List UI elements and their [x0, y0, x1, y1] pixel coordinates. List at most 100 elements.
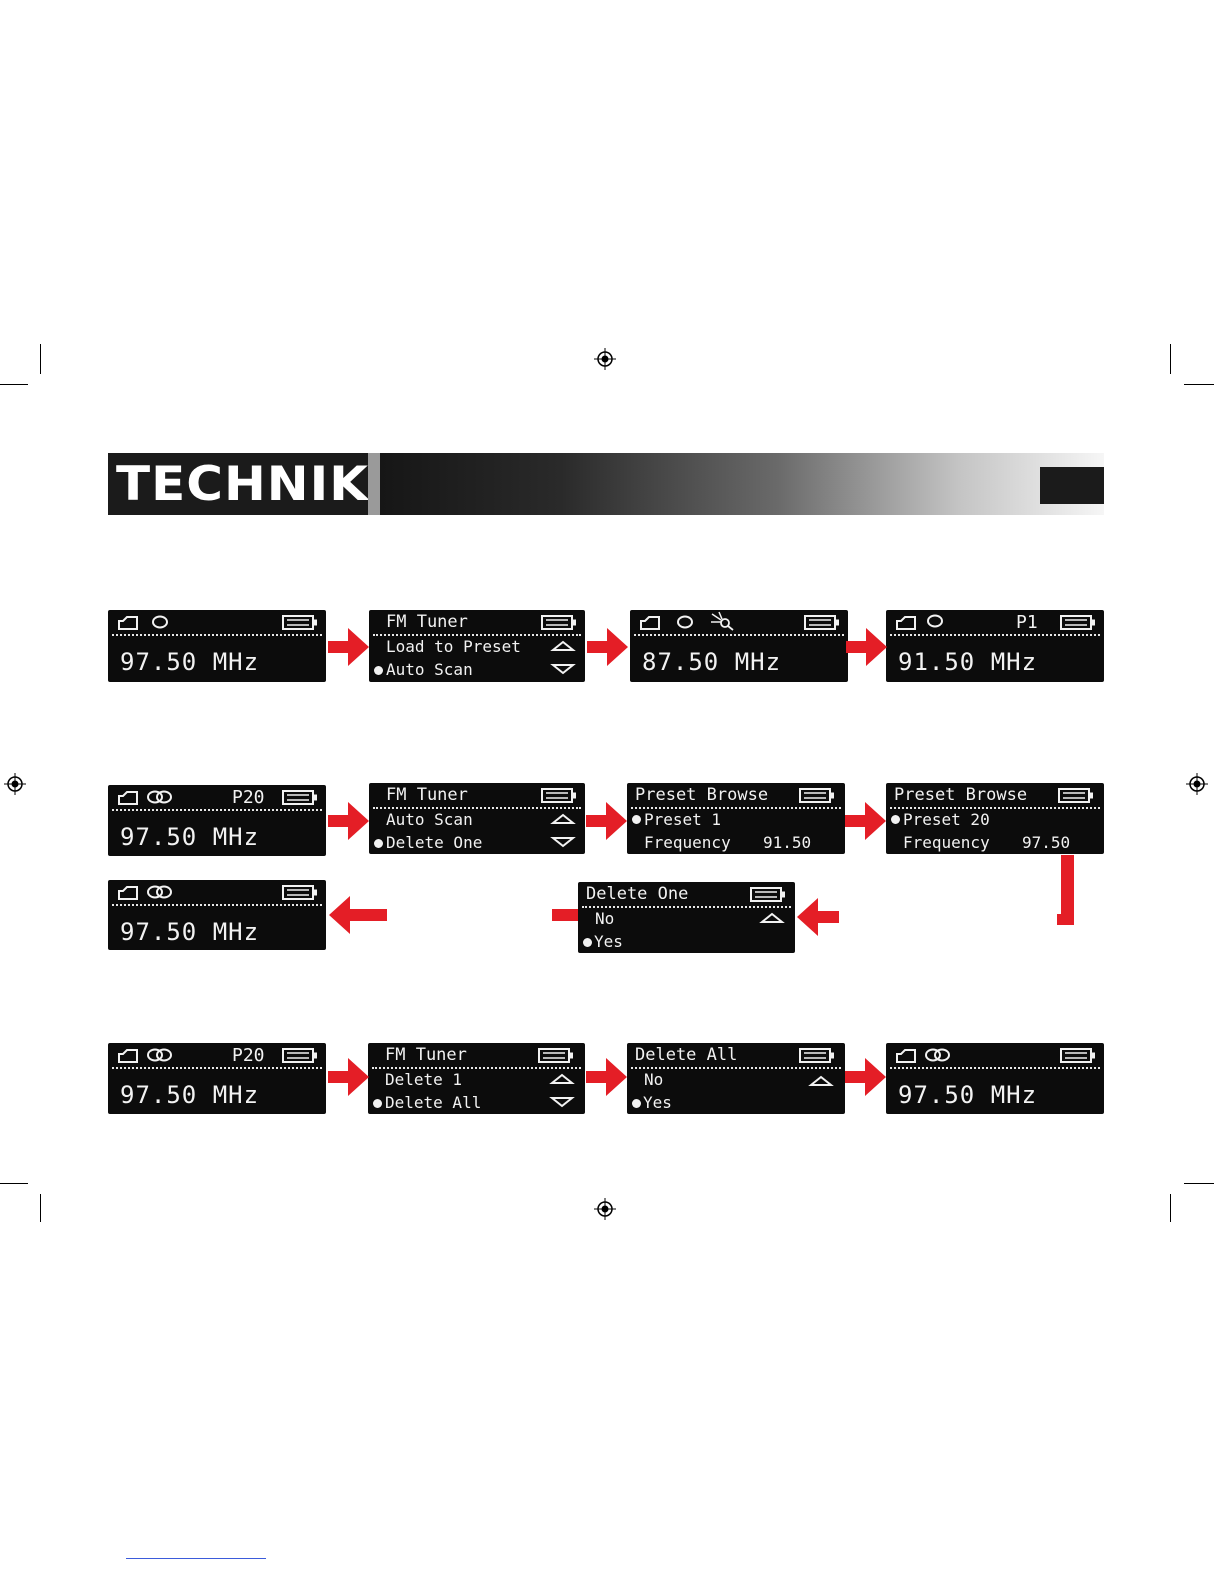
selection-bullet [374, 666, 383, 675]
repeat-icon [676, 615, 694, 629]
registration-mark-icon [4, 773, 26, 795]
divider [631, 807, 841, 809]
folder-icon [118, 886, 138, 900]
lcd-screen: 97.50 MHz [108, 610, 326, 682]
arrow-right-icon [586, 800, 628, 842]
lcd-menu-screen: FM Tuner Load to Preset Auto Scan [369, 610, 585, 682]
divider [890, 807, 1100, 809]
registration-mark-icon [594, 348, 616, 370]
folder-icon [896, 1049, 916, 1063]
selection-bullet [374, 839, 383, 848]
crop-mark [1184, 384, 1214, 385]
battery-icon [1060, 1048, 1096, 1064]
arrow-left-icon [796, 896, 840, 938]
lcd-menu-screen: FM Tuner Auto Scan Delete One [369, 783, 585, 854]
preset-number: P20 [232, 1047, 265, 1065]
lcd-preset-browse: Preset Browse Preset 20 Frequency 97.50 [886, 783, 1104, 854]
battery-icon [1060, 615, 1096, 631]
repeat-all-icon [924, 1048, 952, 1062]
option-no: No [644, 1072, 663, 1088]
menu-title: Delete One [586, 886, 688, 903]
battery-icon [282, 885, 318, 901]
menu-title: Preset Browse [894, 787, 1027, 804]
scroll-up-icon [550, 1073, 574, 1085]
menu-title: FM Tuner [385, 1047, 467, 1064]
battery-icon [799, 788, 835, 804]
arrow-left-icon [328, 894, 388, 936]
arrow-right-icon [846, 626, 888, 668]
lcd-screen: P1 91.50 MHz [886, 610, 1104, 682]
lcd-confirm-screen: Delete All No Yes [627, 1043, 845, 1114]
divider [890, 634, 1100, 636]
scroll-down-icon [551, 663, 575, 675]
page-number-tab [1040, 467, 1104, 504]
option-yes: Yes [643, 1095, 672, 1111]
arrow-right-icon [328, 626, 370, 668]
battery-icon [1058, 788, 1094, 804]
battery-icon [541, 788, 577, 804]
frequency-readout: 97.50 MHz [120, 920, 259, 944]
frequency-value: 97.50 [1022, 835, 1070, 851]
arrow-right-icon [845, 1056, 887, 1098]
repeat-all-icon [146, 1048, 174, 1062]
battery-icon [282, 790, 318, 806]
menu-title: FM Tuner [386, 614, 468, 631]
registration-mark-icon [594, 1198, 616, 1220]
battery-icon [538, 1048, 574, 1064]
footer-rule [126, 1558, 266, 1559]
lcd-screen: P20 97.50 MHz [108, 1043, 326, 1114]
lcd-screen: 97.50 MHz [886, 1043, 1104, 1114]
scroll-up-icon [551, 640, 575, 652]
arrow-right-icon [328, 800, 370, 842]
battery-icon [750, 887, 786, 903]
arrow-tail [552, 909, 578, 921]
preset-number: P1 [1016, 614, 1038, 632]
flow-connector [1057, 914, 1074, 925]
frequency-readout: 97.50 MHz [898, 1083, 1037, 1107]
frequency-readout: 87.50 MHz [642, 650, 781, 674]
option-no: No [595, 911, 614, 927]
divider [373, 807, 581, 809]
divider [890, 1067, 1100, 1069]
lcd-menu-screen: FM Tuner Delete 1 Delete All [368, 1043, 585, 1114]
frequency-readout: 97.50 MHz [120, 1083, 259, 1107]
crop-mark [0, 384, 28, 385]
crop-mark [40, 344, 41, 374]
brand-logo: TECHNIKA [116, 456, 409, 511]
folder-icon [640, 616, 660, 630]
lcd-confirm-screen: Delete One No Yes [578, 882, 795, 953]
arrow-right-icon [328, 1056, 370, 1098]
folder-icon [118, 791, 138, 805]
frequency-label: Frequency [903, 835, 990, 851]
preset-name: Preset 20 [903, 812, 990, 828]
folder-icon [118, 616, 138, 630]
repeat-icon [151, 615, 169, 629]
selection-bullet [583, 938, 592, 947]
selection-bullet [891, 815, 900, 824]
arrow-right-icon [587, 626, 629, 668]
battery-icon [282, 615, 318, 631]
lcd-screen: P20 97.50 MHz [108, 785, 326, 856]
crop-mark [1170, 1194, 1171, 1222]
crop-mark [1184, 1183, 1214, 1184]
frequency-readout: 97.50 MHz [120, 650, 259, 674]
folder-icon [896, 616, 916, 630]
menu-item-selected: Delete All [385, 1095, 481, 1111]
lcd-preset-browse: Preset Browse Preset 1 Frequency 91.50 [627, 783, 845, 854]
menu-title: Delete All [635, 1047, 737, 1064]
frequency-readout: 97.50 MHz [120, 825, 259, 849]
preset-number: P20 [232, 789, 265, 807]
battery-icon [799, 1048, 835, 1064]
divider [373, 634, 581, 636]
scroll-down-icon [551, 836, 575, 848]
divider [112, 1067, 322, 1069]
selection-bullet [632, 815, 641, 824]
header-gradient-bar [380, 453, 1104, 515]
menu-item: Auto Scan [386, 812, 473, 828]
divider [112, 809, 322, 811]
header-separator [368, 453, 380, 515]
arrow-right-icon [586, 1056, 628, 1098]
scroll-up-icon [809, 1075, 833, 1087]
divider [112, 634, 322, 636]
menu-item: Delete 1 [385, 1072, 462, 1088]
